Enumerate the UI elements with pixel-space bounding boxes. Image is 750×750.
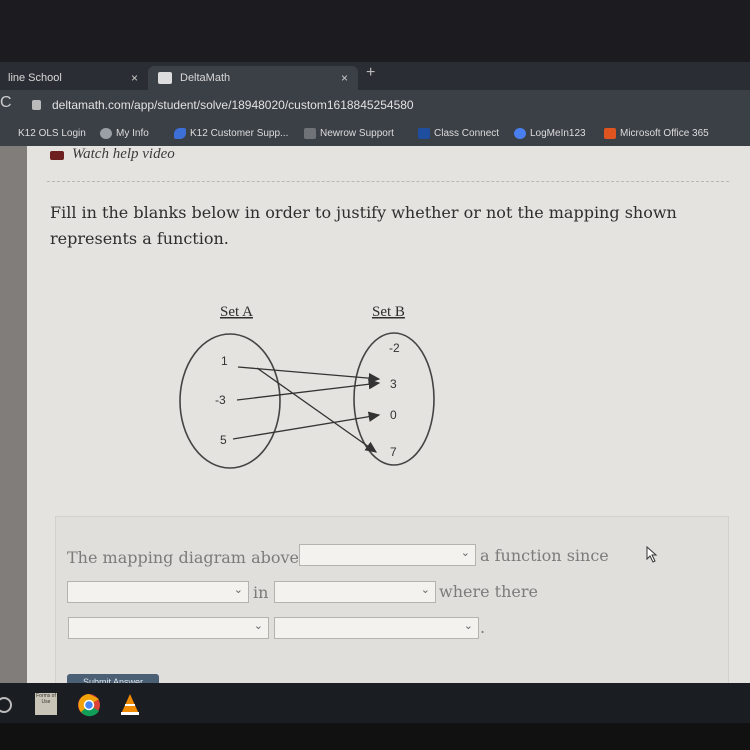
info-icon [100, 128, 112, 139]
set-b-value: 0 [390, 408, 397, 422]
bookmark-label: K12 OLS Login [18, 128, 86, 139]
set-b-title: Set B [372, 304, 405, 320]
set-a-oval [179, 333, 281, 469]
bookmark-label: Class Connect [434, 128, 500, 139]
chevron-down-icon: ⌄ [253, 620, 263, 632]
monitor-bezel-top [0, 0, 750, 62]
set-b-value: -2 [389, 341, 400, 355]
k12-support-icon [174, 128, 186, 139]
bookmarks-bar: K12 OLS Login My Info K12 Customer Supp.… [0, 122, 750, 146]
chevron-down-icon: ⌄ [460, 547, 470, 559]
tab-label: DeltaMath [180, 72, 231, 84]
mapping-arrow-1-to-3 [237, 366, 381, 384]
bookmark-label: K12 Customer Supp... [190, 128, 289, 139]
logmein-icon [514, 128, 526, 139]
vlc-icon[interactable] [118, 693, 142, 717]
bookmark-microsoft-office-365[interactable]: Microsoft Office 365 [604, 128, 709, 139]
video-icon [50, 151, 64, 160]
set-a-value: -3 [215, 393, 226, 407]
tab-strip: line School × DeltaMath × [0, 62, 750, 90]
cortana-search-icon[interactable] [0, 697, 12, 713]
set-b-oval [353, 332, 435, 466]
newrow-icon [304, 128, 316, 139]
tab-online-school[interactable]: line School × [0, 66, 148, 90]
bookmark-label: Microsoft Office 365 [620, 128, 709, 139]
set-a-value: 5 [220, 433, 227, 447]
bookmark-k12-customer-support[interactable]: K12 Customer Supp... [174, 128, 288, 139]
chevron-down-icon: ⌄ [463, 620, 473, 632]
new-tab-button[interactable]: + [366, 64, 376, 81]
mouse-cursor-icon [646, 546, 658, 563]
office-icon [604, 128, 616, 139]
bookmark-my-info[interactable]: My Info [100, 128, 149, 139]
mapping-diagram: Set A Set B 1 -3 5 -2 3 0 7 [179, 304, 435, 469]
url-input[interactable]: deltamath.com/app/student/solve/18948020… [52, 98, 414, 112]
set-select[interactable]: ⌄ [274, 581, 436, 603]
taskbar [0, 683, 750, 723]
chrome-icon[interactable] [77, 693, 101, 717]
set-a-value: 1 [221, 354, 228, 368]
lock-icon [32, 100, 41, 110]
bookmark-label: LogMeIn123 [530, 128, 586, 139]
bookmark-newrow-support[interactable]: Newrow Support [304, 128, 394, 139]
is-function-select[interactable]: ⌄ [299, 544, 476, 566]
monitor-bezel-bottom [0, 723, 750, 750]
answer-text-3: in [253, 583, 269, 602]
set-a-title: Set A [220, 304, 253, 320]
class-connect-icon [418, 128, 430, 139]
bookmark-logmein123[interactable]: LogMeIn123 [514, 128, 586, 139]
chevron-down-icon: ⌄ [233, 584, 243, 596]
element-select[interactable]: ⌄ [67, 581, 249, 603]
answer-text-4: where there [439, 582, 538, 601]
answer-text-1: The mapping diagram above [67, 548, 299, 567]
watch-help-video-link[interactable]: Watch help video [72, 146, 175, 162]
tab-deltamath[interactable]: DeltaMath × [148, 66, 358, 90]
bookmark-k12-ols-login[interactable]: K12 OLS Login [18, 128, 86, 139]
answer-text-2: a function since [480, 546, 609, 565]
reload-icon[interactable]: C [0, 94, 12, 111]
mapping-arrow-neg3-to-3 [236, 379, 381, 401]
close-icon[interactable]: × [130, 71, 138, 85]
set-b-value: 7 [390, 445, 397, 459]
set-b-value: 3 [390, 377, 397, 391]
address-bar: C deltamath.com/app/student/solve/189480… [0, 90, 750, 122]
mapping-arrow-1-to-7 [256, 367, 378, 453]
bookmark-class-connect[interactable]: Class Connect [418, 128, 499, 139]
forms-app-icon[interactable]: Forms of Use [35, 693, 57, 715]
output-select[interactable]: ⌄ [274, 617, 479, 639]
tab-label: line School [8, 72, 62, 84]
close-icon[interactable]: × [340, 71, 348, 85]
divider [47, 181, 729, 182]
bookmark-label: Newrow Support [320, 128, 394, 139]
bookmark-label: My Info [116, 128, 149, 139]
quantity-select[interactable]: ⌄ [68, 617, 269, 639]
page-left-gutter [0, 146, 27, 683]
deltamath-favicon-icon [158, 72, 172, 84]
question-text: Fill in the blanks below in order to jus… [50, 203, 677, 248]
answer-period: . [480, 618, 486, 637]
forms-app-label: Forms of Use [36, 693, 56, 705]
chevron-down-icon: ⌄ [420, 584, 430, 596]
mapping-arrow-5-to-0 [232, 411, 381, 440]
